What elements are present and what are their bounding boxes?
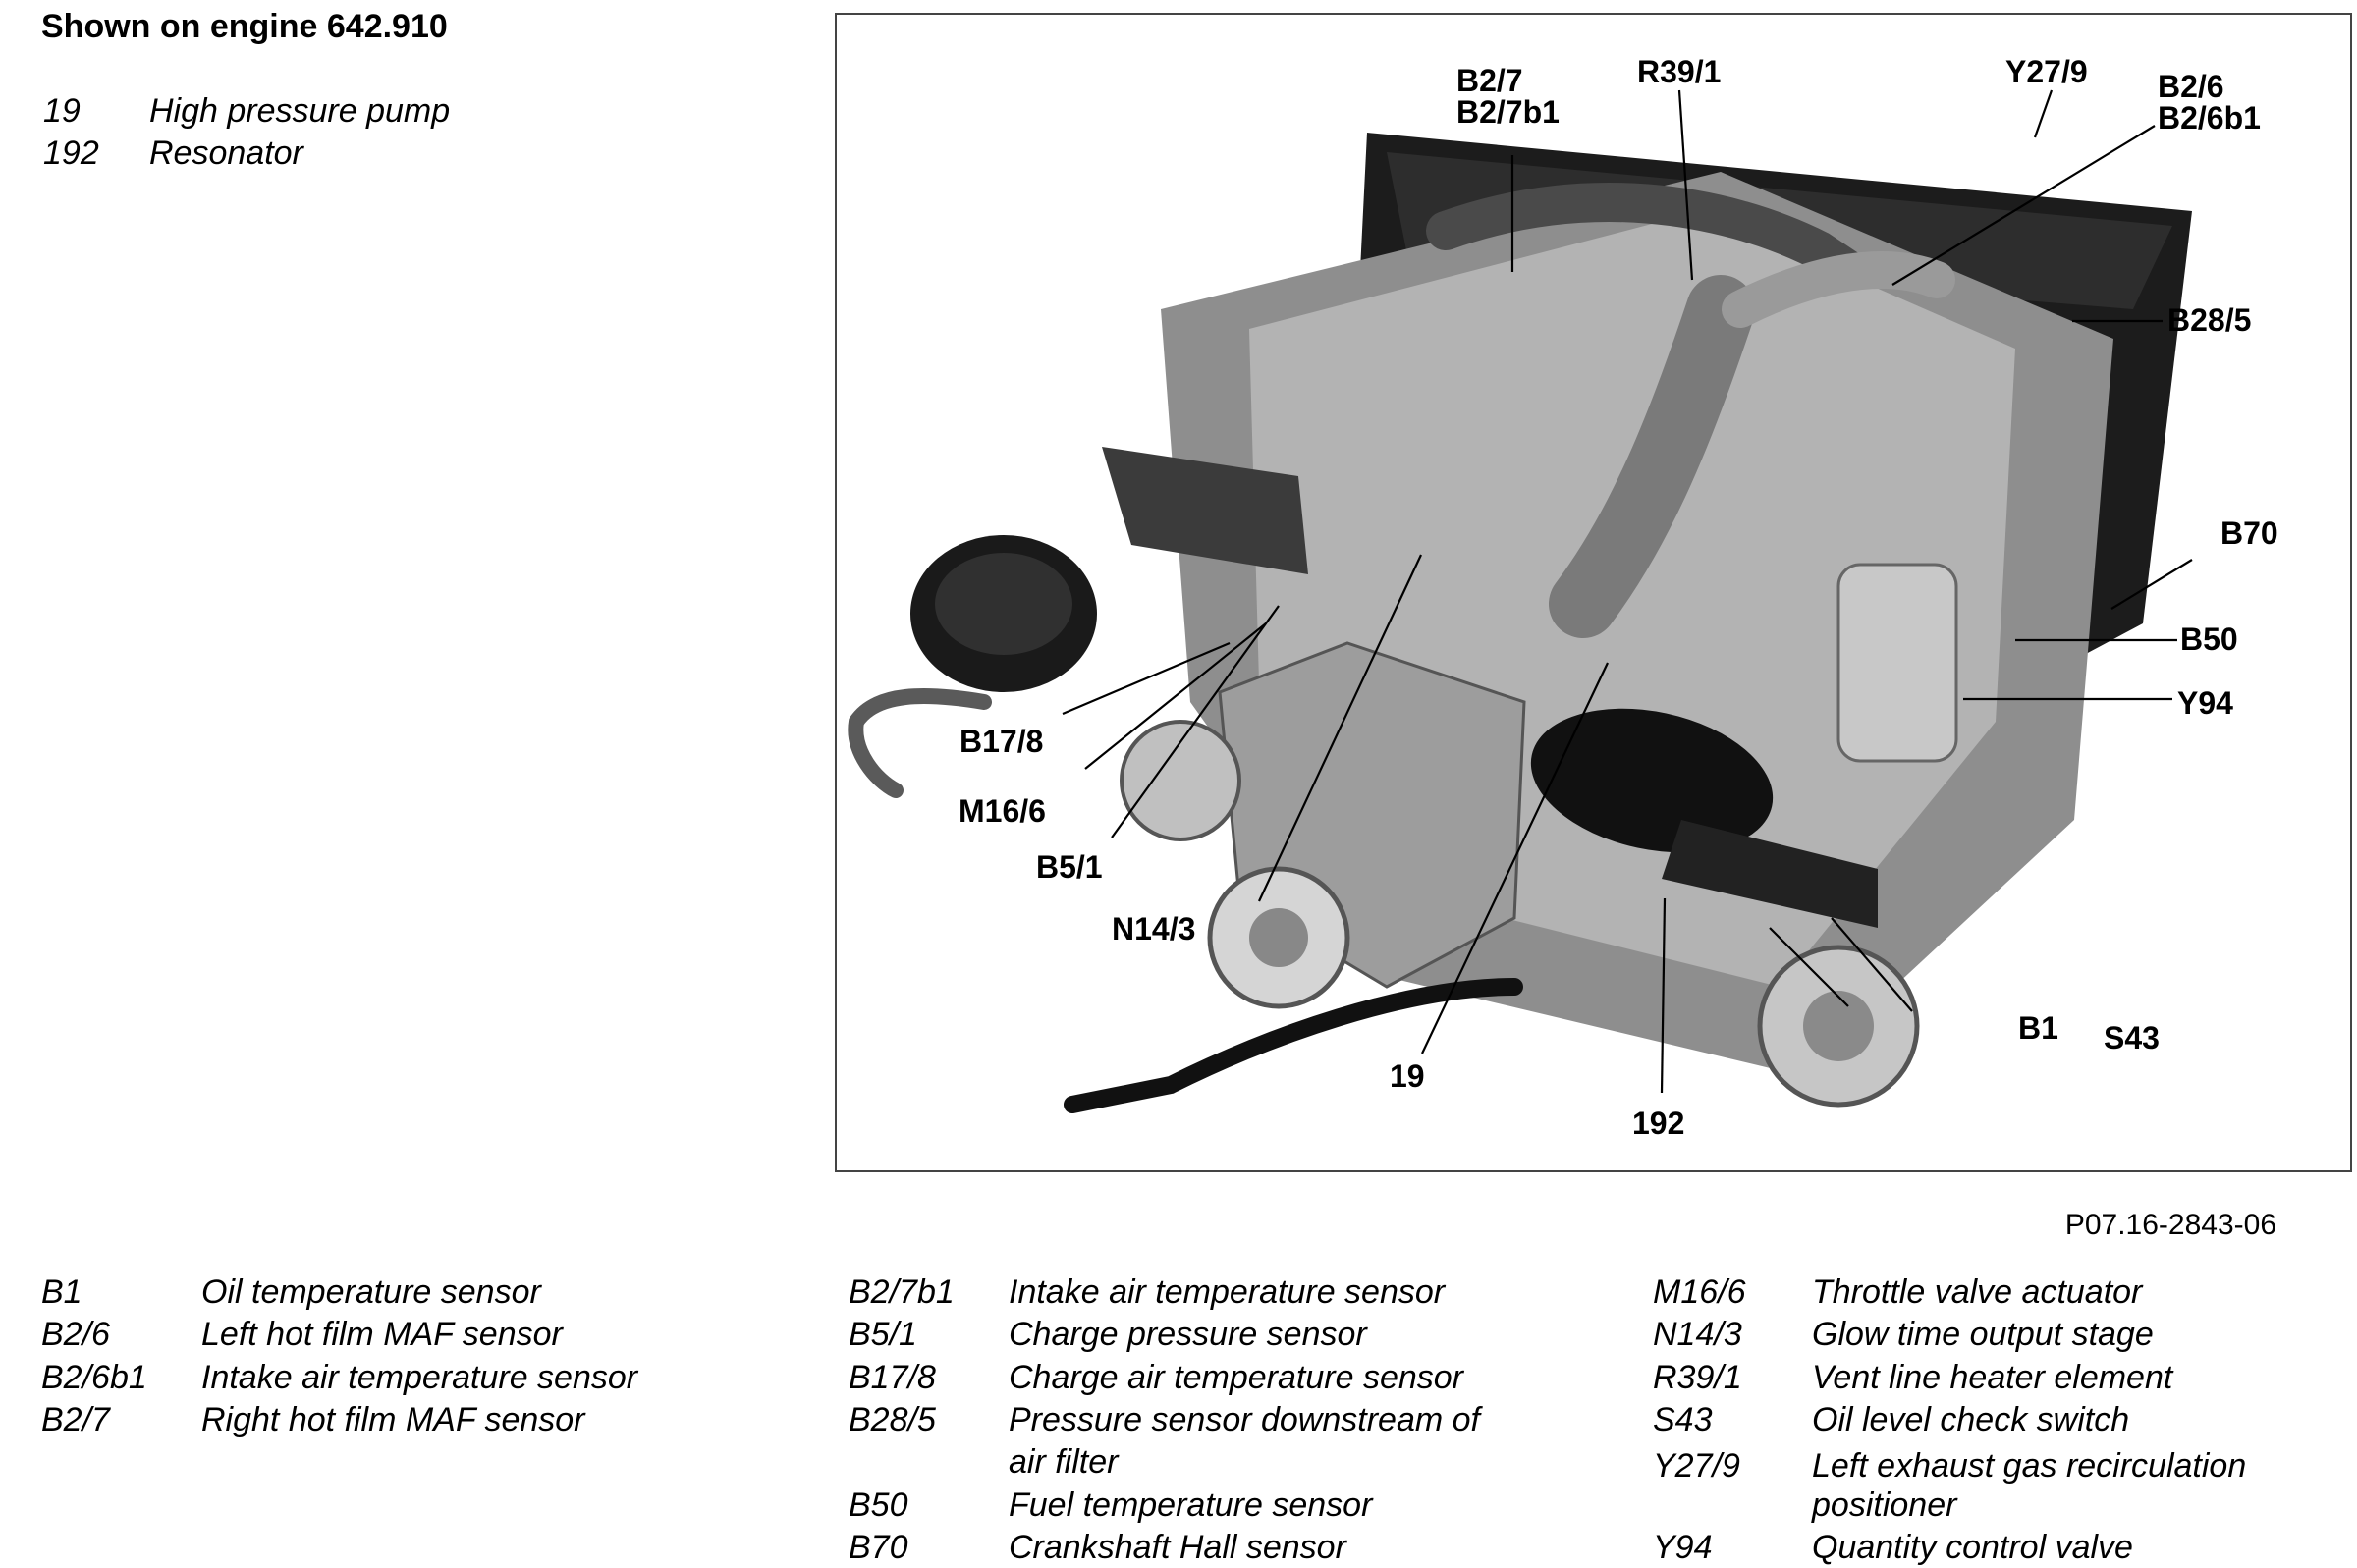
legend-text-y94: Quantity control valve [1812, 1529, 2133, 1566]
legend-text-b2-6: Left hot film MAF sensor [201, 1316, 563, 1353]
callout-b17-8: B17/8 [959, 724, 1043, 759]
callout-labels: B2/7 B2/7b1 R39/1 Y27/9 B2/6 B2/6b1 B28/… [959, 54, 2278, 1141]
callout-b50: B50 [2180, 622, 2238, 657]
callout-n14-3: N14/3 [1112, 911, 1195, 946]
legend-code-b2-7b1: B2/7b1 [849, 1273, 955, 1311]
callout-b2-7b1: B2/7b1 [1456, 94, 1560, 130]
legend-code-b5-1: B5/1 [849, 1316, 917, 1353]
legend-text-b2-7b1: Intake air temperature sensor [1009, 1273, 1446, 1311]
callout-b2-6: B2/6 [2158, 69, 2224, 104]
engine-figure: B2/7 B2/7b1 R39/1 Y27/9 B2/6 B2/6b1 B28/… [835, 13, 2352, 1172]
page-title: Shown on engine 642.910 [41, 8, 448, 45]
legend-code-r39-1: R39/1 [1653, 1359, 1742, 1396]
legend-text-b2-7: Right hot film MAF sensor [201, 1401, 585, 1438]
callout-b5-1: B5/1 [1036, 849, 1103, 885]
callout-b70: B70 [2220, 515, 2278, 551]
legend-code-b50: B50 [849, 1487, 908, 1524]
callout-leaders [1062, 89, 2193, 1094]
legend-code-b2-6b1: B2/6b1 [41, 1359, 147, 1396]
legend-text-s43: Oil level check switch [1812, 1401, 2130, 1438]
legend-code-m16-6: M16/6 [1653, 1273, 1746, 1311]
legend-text-r39-1: Vent line heater element [1812, 1359, 2173, 1396]
legend-code-n14-3: N14/3 [1653, 1316, 1742, 1353]
callout-b2-6b1: B2/6b1 [2158, 100, 2261, 135]
legend-text-b2-6b1: Intake air temperature sensor [201, 1359, 638, 1396]
legend-text-b28-5: Pressure sensor downstream of [1009, 1401, 1480, 1438]
top-legend-code-19: 19 [43, 92, 81, 130]
callout-y27-9: Y27/9 [2005, 54, 2088, 89]
top-legend-code-192: 192 [43, 135, 99, 172]
legend-code-y94: Y94 [1653, 1529, 1713, 1566]
callout-192: 192 [1632, 1106, 1684, 1141]
callout-s43: S43 [2104, 1020, 2160, 1055]
legend-text-n14-3: Glow time output stage [1812, 1316, 2154, 1353]
legend-code-b2-7: B2/7 [41, 1401, 110, 1438]
callout-r39-1: R39/1 [1637, 54, 1721, 89]
legend-text-y27-9-cont: positioner [1812, 1487, 1957, 1524]
legend-text-y27-9: Left exhaust gas recirculation [1812, 1447, 2247, 1485]
legend-text-b70: Crankshaft Hall sensor [1009, 1529, 1346, 1566]
callout-b1: B1 [2018, 1010, 2058, 1046]
legend-code-s43: S43 [1653, 1401, 1713, 1438]
legend-text-b1: Oil temperature sensor [201, 1273, 541, 1311]
legend-code-b17-8: B17/8 [849, 1359, 936, 1396]
callout-b2-7: B2/7 [1456, 63, 1523, 98]
figure-id: P07.16-2843-06 [2064, 1209, 2276, 1241]
legend-code-y27-9: Y27/9 [1653, 1447, 1740, 1485]
callout-y94: Y94 [2177, 685, 2233, 721]
callout-b28-5: B28/5 [2167, 302, 2251, 338]
legend-text-m16-6: Throttle valve actuator [1812, 1273, 2143, 1311]
legend-text-b50: Fuel temperature sensor [1009, 1487, 1373, 1524]
top-legend-text-192: Resonator [149, 135, 303, 172]
engine-illustration: B2/7 B2/7b1 R39/1 Y27/9 B2/6 B2/6b1 B28/… [848, 54, 2278, 1141]
legend-text-b28-5-cont: air filter [1009, 1443, 1119, 1481]
engine-drawing [848, 133, 2192, 1113]
legend-code-b2-6: B2/6 [41, 1316, 110, 1353]
legend-text-b17-8: Charge air temperature sensor [1009, 1359, 1464, 1396]
callout-m16-6: M16/6 [959, 793, 1046, 829]
legend-code-b28-5: B28/5 [849, 1401, 936, 1438]
callout-19: 19 [1390, 1058, 1425, 1094]
legend-text-b5-1: Charge pressure sensor [1009, 1316, 1367, 1353]
top-legend-text-19: High pressure pump [149, 92, 451, 130]
legend-code-b1: B1 [41, 1273, 82, 1311]
legend-code-b70: B70 [849, 1529, 908, 1566]
